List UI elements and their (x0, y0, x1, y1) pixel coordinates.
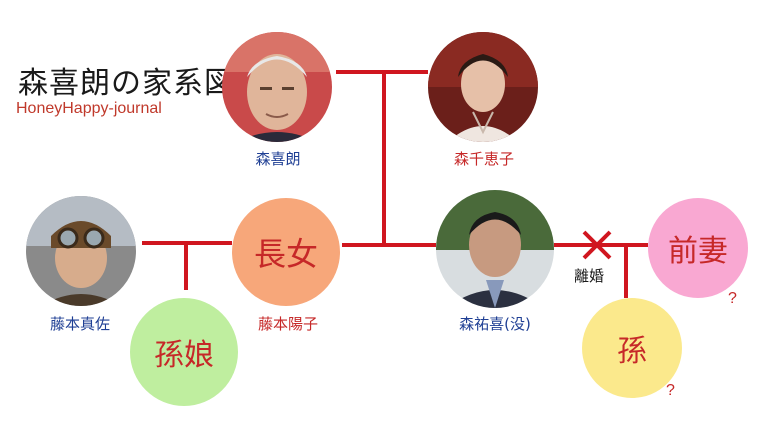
page-subtitle: HoneyHappy-journal (16, 100, 162, 117)
yoshiro-photo (222, 32, 332, 142)
masasuke-name: 藤本真佐 (49, 315, 111, 333)
grandchild-circle: 孫 (582, 298, 682, 398)
divorce-label: 離婚 (574, 267, 605, 285)
masasuke-photo (26, 196, 136, 306)
granddaughter-circle: 孫娘 (130, 298, 238, 406)
chieko-name: 森千恵子 (453, 150, 515, 168)
yuki-name: 森祐喜(没) (459, 315, 531, 333)
yuki-photo (436, 190, 554, 308)
yoshiro-name: 森喜朗 (255, 150, 301, 168)
eldest-daughter-name: 藤本陽子 (257, 315, 319, 333)
chieko-photo (428, 32, 538, 142)
ex-wife-question-mark: ? (728, 290, 737, 307)
page-title: 森喜朗の家系図 (18, 66, 235, 101)
grandchild-question-mark: ? (666, 382, 675, 399)
ex-wife-circle: 前妻 (648, 198, 748, 298)
divorce-cross-b (582, 230, 612, 260)
eldest-daughter-circle: 長女 (232, 198, 340, 306)
